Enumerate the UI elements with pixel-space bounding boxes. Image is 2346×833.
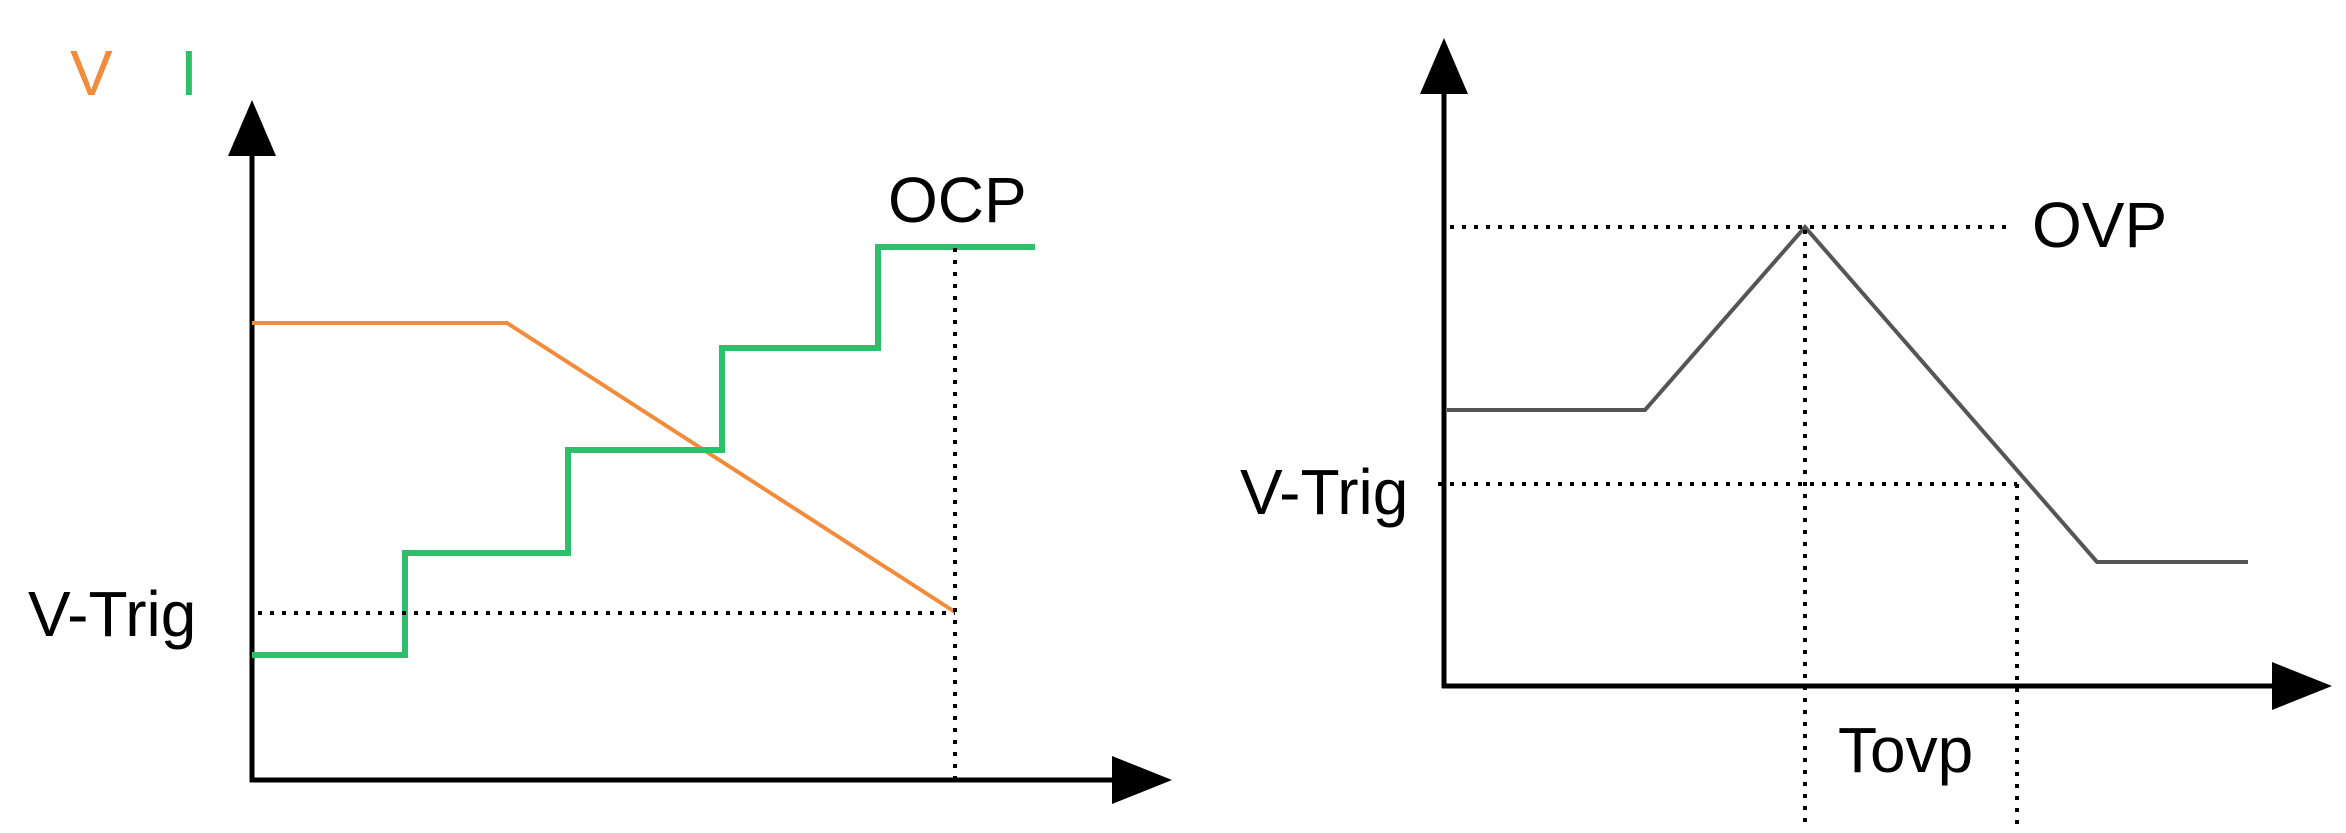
ocp-label: OCP [888, 164, 1027, 236]
ocp-diagram: V I OCP V-Trig [28, 37, 1172, 804]
ovp-vtrig-label: V-Trig [1240, 456, 1408, 528]
ocp-y-axis-arrow-icon [228, 100, 276, 156]
legend-voltage-label: V [70, 37, 113, 109]
ovp-label: OVP [2032, 189, 2167, 261]
ovp-x-axis-arrow-icon [2272, 662, 2332, 710]
ocp-x-axis-arrow-icon [1112, 756, 1172, 804]
ovp-voltage-trace [1447, 223, 2248, 564]
ocp-voltage-trace [252, 321, 957, 614]
ocp-current-trace [252, 244, 1035, 658]
ocp-vtrig-label: V-Trig [28, 578, 196, 650]
ovp-diagram: OVP V-Trig Tovp [1240, 38, 2332, 826]
ovp-time-label: Tovp [1838, 714, 1973, 786]
legend-current-label: I [180, 37, 198, 109]
ovp-y-axis-arrow-icon [1420, 38, 1468, 94]
